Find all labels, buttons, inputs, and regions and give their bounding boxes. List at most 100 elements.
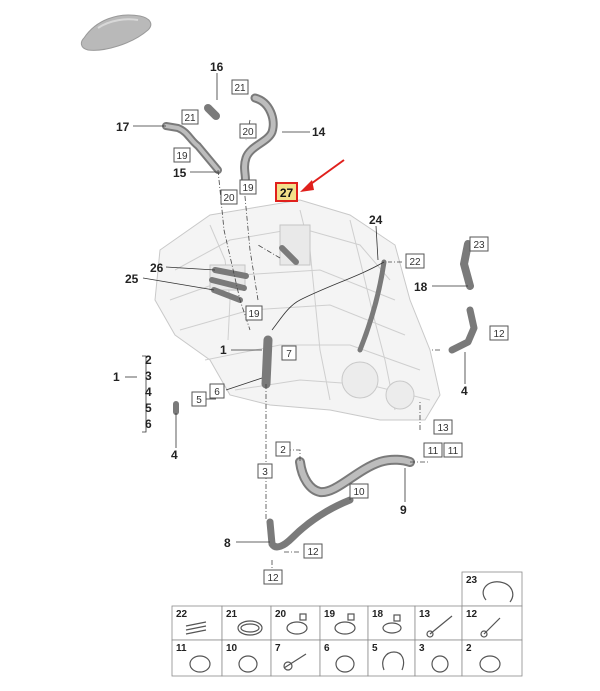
callout-11b: 11 — [443, 442, 463, 458]
grid-cell-20: 20 — [270, 605, 321, 641]
svg-text:18: 18 — [372, 609, 384, 620]
leader-lines — [125, 73, 468, 543]
label-18: 18 — [414, 280, 428, 294]
svg-text:11: 11 — [176, 643, 187, 654]
list-5: 5 — [145, 401, 152, 415]
callout-21a: 21 — [231, 79, 249, 95]
grid-cell-19: 19 — [319, 605, 369, 641]
grid-cell-13: 13 — [414, 605, 463, 641]
list-3: 3 — [145, 369, 152, 383]
grid-cell-7: 7 — [270, 639, 321, 677]
callout-11a: 11 — [423, 442, 443, 458]
svg-text:10: 10 — [353, 487, 365, 498]
svg-text:22: 22 — [409, 257, 421, 268]
svg-text:2: 2 — [280, 445, 286, 456]
callout-6: 6 — [209, 383, 225, 399]
svg-text:10: 10 — [226, 643, 238, 654]
grid-cell-2: 2 — [461, 639, 523, 677]
svg-text:21: 21 — [184, 113, 196, 124]
callout-13: 13 — [433, 419, 453, 435]
label-1-left: 1 — [113, 370, 120, 384]
label-9: 9 — [400, 503, 407, 517]
svg-text:19: 19 — [324, 609, 336, 620]
hoses — [162, 93, 478, 551]
label-8: 8 — [224, 536, 231, 550]
svg-text:13: 13 — [437, 423, 449, 434]
grid-cell-22: 22 — [171, 605, 223, 641]
list-2: 2 — [145, 353, 152, 367]
callout-5: 5 — [191, 391, 207, 407]
grid-cell-5: 5 — [367, 639, 416, 677]
grid-cell-18: 18 — [367, 605, 416, 641]
callout-27-highlighted[interactable]: 27 — [275, 182, 298, 202]
svg-text:20: 20 — [242, 127, 254, 138]
callout-19b: 19 — [239, 179, 257, 195]
grid-cell-6: 6 — [319, 639, 369, 677]
svg-text:11: 11 — [428, 446, 439, 457]
callout-12c: 12 — [263, 569, 283, 585]
label-16: 16 — [210, 60, 224, 74]
svg-text:12: 12 — [493, 329, 505, 340]
svg-text:12: 12 — [466, 609, 478, 620]
svg-text:7: 7 — [275, 643, 281, 654]
svg-text:20: 20 — [275, 609, 287, 620]
svg-text:21: 21 — [226, 609, 238, 620]
svg-text:3: 3 — [419, 643, 425, 654]
parts-grid: 23 22 21 20 19 18 — [171, 571, 523, 677]
svg-text:6: 6 — [324, 643, 330, 654]
svg-text:12: 12 — [267, 573, 279, 584]
svg-text:19: 19 — [242, 183, 254, 194]
svg-text:22: 22 — [176, 609, 188, 620]
grid-cell-3: 3 — [414, 639, 463, 677]
callout-23: 23 — [469, 236, 489, 252]
svg-text:13: 13 — [419, 609, 431, 620]
svg-text:5: 5 — [372, 643, 378, 654]
callout-2: 2 — [275, 441, 291, 457]
svg-text:27: 27 — [280, 186, 294, 200]
svg-text:7: 7 — [286, 349, 292, 360]
red-pointer-arrow-icon — [300, 159, 345, 192]
label-26: 26 — [150, 261, 164, 275]
callout-19a: 19 — [173, 147, 191, 163]
svg-text:20: 20 — [223, 193, 235, 204]
grid-cell-10: 10 — [221, 639, 272, 677]
engine-illustration — [154, 199, 441, 421]
callout-22: 22 — [405, 253, 425, 269]
callout-3: 3 — [257, 463, 273, 479]
label-15: 15 — [173, 166, 187, 180]
callout-20b: 20 — [220, 189, 238, 205]
svg-text:19: 19 — [176, 151, 188, 162]
callout-21b: 21 — [181, 109, 199, 125]
grid-cell-23: 23 — [461, 571, 523, 607]
label-24: 24 — [369, 213, 383, 227]
svg-text:6: 6 — [214, 387, 220, 398]
list-6: 6 — [145, 417, 152, 431]
label-4-right: 4 — [461, 384, 468, 398]
svg-text:5: 5 — [196, 395, 202, 406]
svg-text:3: 3 — [262, 467, 268, 478]
svg-text:23: 23 — [466, 575, 478, 586]
callout-12a: 12 — [489, 325, 509, 341]
callout-19c: 19 — [245, 305, 263, 321]
callout-10: 10 — [349, 483, 369, 499]
car-silhouette-icon — [80, 14, 152, 51]
svg-text:23: 23 — [473, 240, 485, 251]
grid-cell-12: 12 — [461, 605, 523, 641]
callout-20a: 20 — [239, 123, 257, 139]
label-17: 17 — [116, 120, 130, 134]
label-4-left: 4 — [171, 448, 178, 462]
svg-text:21: 21 — [234, 83, 246, 94]
callout-7: 7 — [281, 345, 297, 361]
label-25: 25 — [125, 272, 139, 286]
label-14: 14 — [312, 125, 326, 139]
label-1-center: 1 — [220, 343, 227, 357]
svg-text:12: 12 — [307, 547, 319, 558]
grid-cell-21: 21 — [221, 605, 272, 641]
svg-text:2: 2 — [466, 643, 472, 654]
svg-text:11: 11 — [448, 446, 459, 457]
svg-text:19: 19 — [248, 309, 260, 320]
grid-cell-11: 11 — [171, 639, 223, 677]
list-4: 4 — [145, 385, 152, 399]
callout-12b: 12 — [303, 543, 323, 559]
